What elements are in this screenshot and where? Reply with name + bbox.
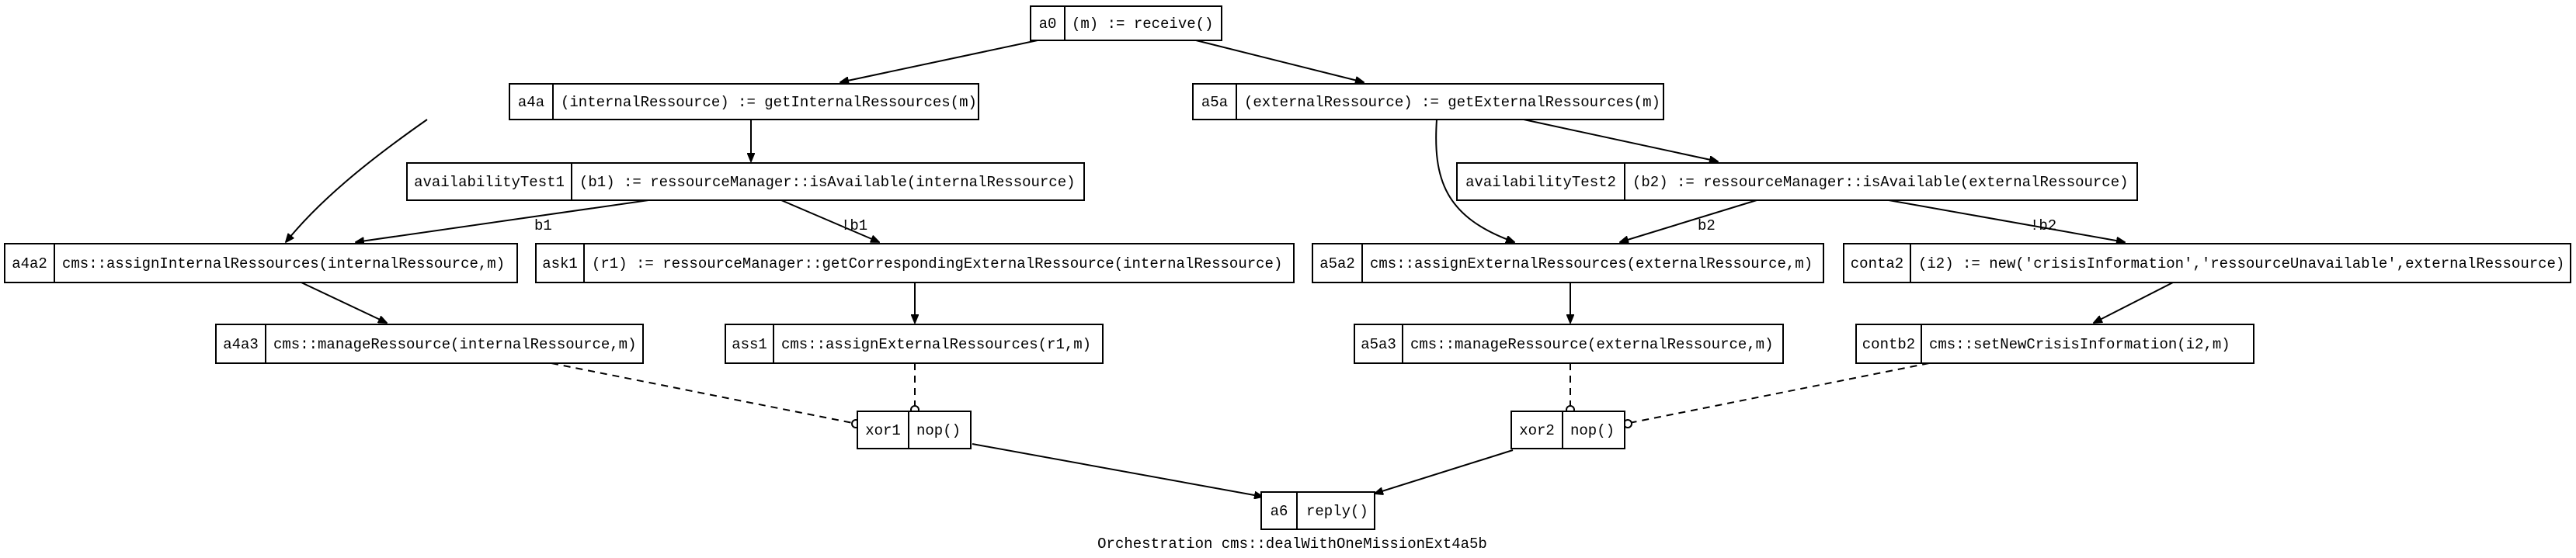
node-label: cms::manageRessource(externalRessource,m…: [1410, 336, 1773, 353]
node-id: xor1: [865, 422, 901, 439]
edge-availabilityTest2-a5a2: [1620, 199, 1757, 242]
node-id: a4a2: [12, 255, 47, 272]
node-label: (b1) := ressourceManager::isAvailable(in…: [579, 174, 1076, 191]
node-label: cms::setNewCrisisInformation(i2,m): [1929, 336, 2230, 353]
node-a5a[interactable]: a5a (externalRessource) := getExternalRe…: [1192, 83, 1664, 120]
edge-a4a-a4a2: [286, 119, 428, 242]
node-label: nop(): [916, 422, 961, 439]
node-label: (externalRessource) := getExternalRessou…: [1244, 94, 1660, 111]
node-id: contb2: [1862, 336, 1915, 353]
diagram-caption: Orchestration cms::dealWithOneMissionExt…: [1097, 535, 1487, 553]
edge-a4a3-xor1: [551, 362, 853, 424]
node-label: cms::assignInternalRessources(internalRe…: [62, 255, 505, 272]
node-label: (internalRessource) := getInternalRessou…: [561, 94, 977, 111]
node-label: (m) := receive(): [1072, 16, 1213, 33]
node-availabilityTest2[interactable]: availabilityTest2 (b2) := ressourceManag…: [1456, 162, 2138, 201]
edge-a5a-availabilityTest2: [1523, 119, 1718, 161]
node-label: nop(): [1570, 422, 1615, 439]
node-label: reply(): [1306, 503, 1368, 520]
node-contb2[interactable]: contb2 cms::setNewCrisisInformation(i2,m…: [1855, 324, 2254, 364]
node-label: cms::assignExternalRessources(externalRe…: [1370, 255, 1813, 272]
node-id: a5a: [1201, 94, 1228, 111]
node-a4a[interactable]: a4a (internalRessource) := getInternalRe…: [509, 83, 979, 120]
node-a0[interactable]: a0 (m) := receive(): [1030, 5, 1222, 41]
edge-label-b2: b2: [1698, 217, 1716, 234]
node-id: a5a3: [1361, 336, 1396, 353]
edge-a0-a5a: [1195, 40, 1364, 82]
nodes: a0 (m) := receive() a4a (internalRessour…: [4, 5, 2571, 530]
node-id: ass1: [732, 336, 767, 353]
node-ask1[interactable]: ask1 (r1) := ressourceManager::getCorres…: [535, 243, 1295, 283]
edge-availabilityTest2-conta2: [1888, 199, 2125, 242]
edge-a4a2-a4a3: [301, 282, 387, 323]
node-ass1[interactable]: ass1 cms::assignExternalRessources(r1,m): [725, 324, 1104, 364]
node-id: conta2: [1851, 255, 1903, 272]
node-label: (b2) := ressourceManager::isAvailable(ex…: [1632, 174, 2129, 191]
edge-label-b1: b1: [534, 217, 552, 234]
node-id: a0: [1039, 16, 1057, 33]
node-label: cms::manageRessource(internalRessource,m…: [273, 336, 636, 353]
node-availabilityTest1[interactable]: availabilityTest1 (b1) := ressourceManag…: [406, 162, 1085, 201]
node-xor1[interactable]: xor1 nop(): [857, 411, 972, 449]
node-a6[interactable]: a6 reply(): [1260, 491, 1375, 530]
node-label: cms::assignExternalRessources(r1,m): [781, 336, 1091, 353]
edge-availabilityTest1-ask1: [780, 199, 879, 243]
edge-labels: b1 !b1 b2 !b2: [534, 217, 2056, 234]
node-id: ask1: [542, 255, 578, 272]
node-xor2[interactable]: xor2 nop(): [1510, 411, 1625, 449]
edge-conta2-contb2: [2094, 282, 2174, 323]
edge-a5a-a5a2: [1435, 119, 1514, 242]
node-id: a4a3: [223, 336, 259, 353]
node-a5a3[interactable]: a5a3 cms::manageRessource(externalRessou…: [1354, 324, 1784, 364]
edge-xor1-a6: [972, 443, 1263, 497]
node-conta2[interactable]: conta2 (i2) := new('crisisInformation','…: [1843, 243, 2571, 283]
edge-label-not-b2: !b2: [2030, 217, 2056, 234]
edge-availabilityTest1-a4a2: [356, 199, 649, 242]
node-id: a5a2: [1319, 255, 1355, 272]
node-id: a6: [1271, 503, 1288, 520]
node-id: a4a: [518, 94, 544, 111]
edge-xor2-a6: [1375, 449, 1514, 494]
node-id: availabilityTest2: [1465, 174, 1616, 191]
edge-contb2-xor2: [1629, 362, 1930, 424]
edge-label-not-b1: !b1: [841, 217, 867, 234]
node-label: (i2) := new('crisisInformation','ressour…: [1918, 255, 2564, 272]
node-a5a2[interactable]: a5a2 cms::assignExternalRessources(exter…: [1312, 243, 1824, 283]
node-id: xor2: [1519, 422, 1555, 439]
node-a4a3[interactable]: a4a3 cms::manageRessource(internalRessou…: [215, 324, 644, 364]
node-a4a2[interactable]: a4a2 cms::assignInternalRessources(inter…: [4, 243, 518, 283]
edge-a0-a4a: [840, 40, 1038, 82]
node-label: (r1) := ressourceManager::getCorrespondi…: [592, 255, 1282, 272]
node-id: availabilityTest1: [414, 174, 565, 191]
